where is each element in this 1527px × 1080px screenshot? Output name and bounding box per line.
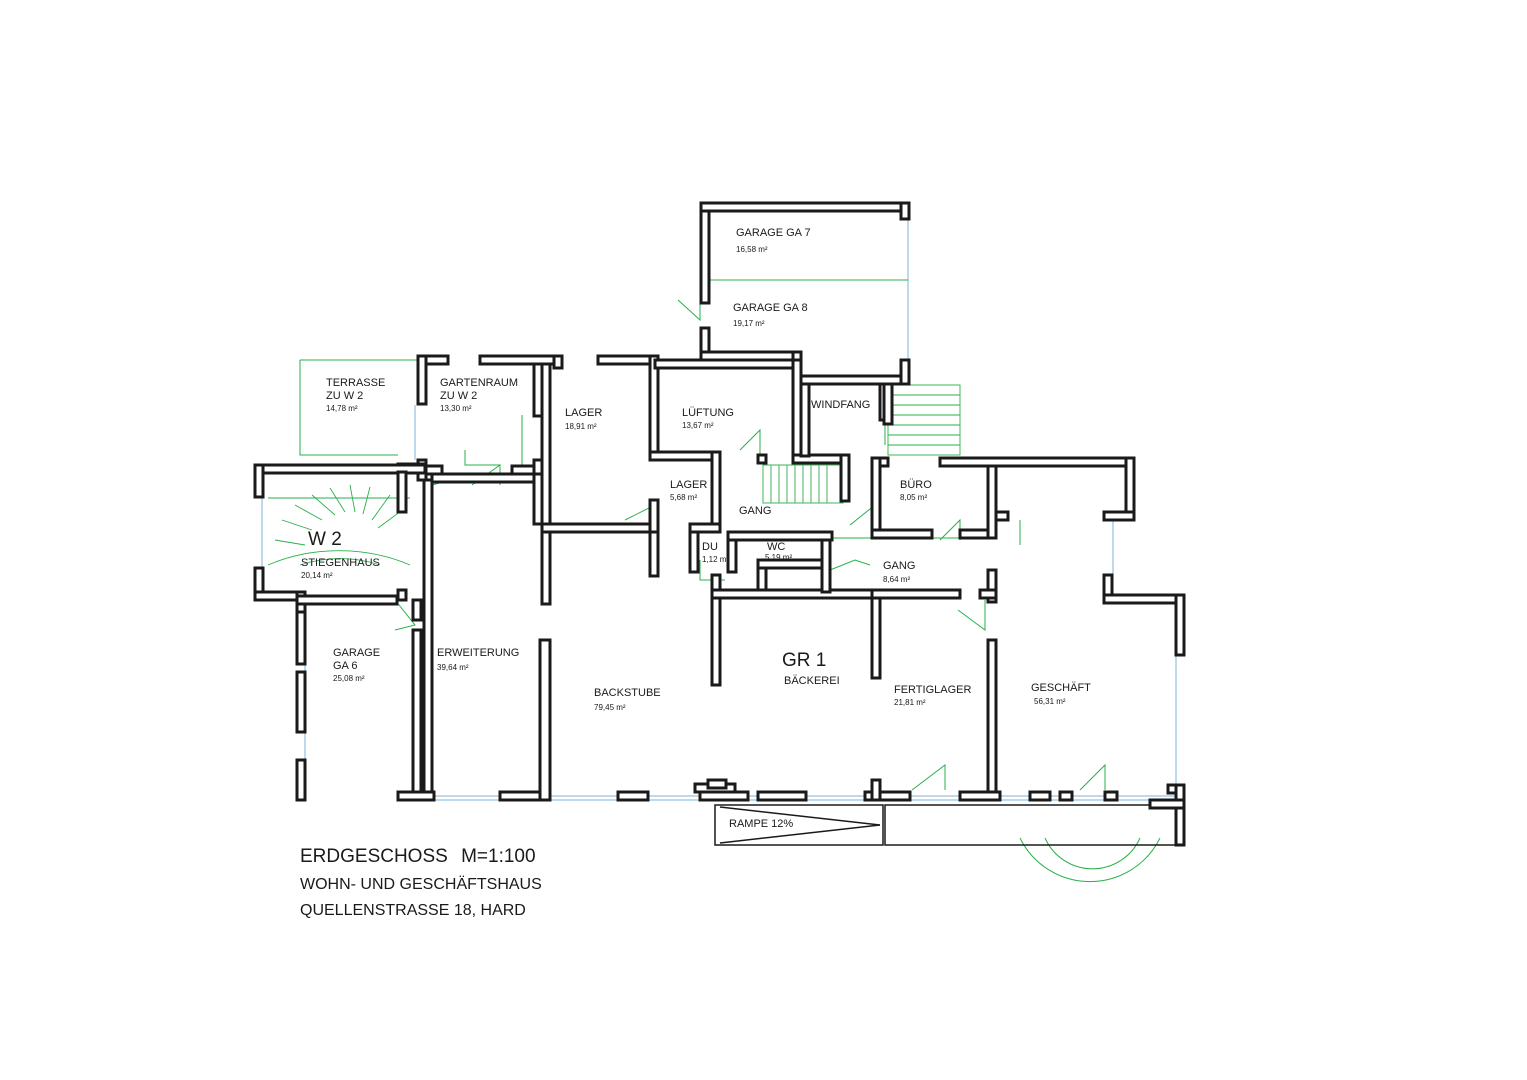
room-fertiglager-area: 21,81 m² xyxy=(894,698,926,707)
room-fertiglager-name: FERTIGLAGER xyxy=(894,684,972,696)
room-buero-name: BÜRO xyxy=(900,479,932,491)
room-garage-ga6-area: 25,08 m² xyxy=(333,674,365,683)
unit-w2-name: STIEGENHAUS xyxy=(301,557,380,569)
plan-subtitle-address: QUELLENSTRASSE 18, HARD xyxy=(300,902,526,919)
room-terrasse-name: TERRASSE xyxy=(326,377,386,389)
stairs xyxy=(267,384,961,566)
unit-gr1-name: BÄCKEREI xyxy=(784,675,840,687)
room-du-name: DU xyxy=(702,541,718,553)
room-garage-ga6-name-2: GA 6 xyxy=(333,660,358,672)
unit-w2-area: 20,14 m² xyxy=(301,571,333,580)
room-gang-1-name: GANG xyxy=(739,505,772,517)
room-windfang-name: WINDFANG xyxy=(811,399,871,411)
room-gartenraum-name-2: ZU W 2 xyxy=(440,390,478,402)
plan-title: ERDGESCHOSS M=1:100 xyxy=(300,846,536,868)
unit-w2-code: W 2 xyxy=(308,529,342,550)
room-lager-1-name: LAGER xyxy=(565,407,603,419)
room-lueftung-name: LÜFTUNG xyxy=(682,407,734,419)
room-backstube-name: BACKSTUBE xyxy=(594,687,661,699)
room-gang-2-area: 8,64 m² xyxy=(883,575,911,584)
room-du-area: 1,12 m² xyxy=(702,555,730,564)
room-geschaeft-name: GESCHÄFT xyxy=(1031,682,1091,694)
room-gang-2-name: GANG xyxy=(883,560,916,572)
room-geschaeft-area: 56,31 m² xyxy=(1034,697,1066,706)
room-lager-2-area: 5,68 m² xyxy=(670,493,698,502)
room-wc-area: 5,19 m² xyxy=(765,553,793,562)
plan-title-scale: M=1:100 xyxy=(461,846,536,867)
room-terrasse-name-2: ZU W 2 xyxy=(326,390,364,402)
plan-subtitle-building: WOHN- UND GESCHÄFTSHAUS xyxy=(300,876,542,893)
plan-title-heading: ERDGESCHOSS xyxy=(300,846,448,867)
room-terrasse-area: 14,78 m² xyxy=(326,404,358,413)
room-lager-1-area: 18,91 m² xyxy=(565,422,597,431)
ramp-label: RAMPE 12% xyxy=(729,818,794,830)
room-garage-ga7-name: GARAGE GA 7 xyxy=(736,227,811,239)
unit-gr1-code: GR 1 xyxy=(782,650,827,671)
room-garage-ga8-name: GARAGE GA 8 xyxy=(733,302,808,314)
room-erweiterung-area: 39,64 m² xyxy=(437,663,469,672)
room-lager-2-name: LAGER xyxy=(670,479,708,491)
room-garage-ga7-area: 16,58 m² xyxy=(736,245,768,254)
room-gartenraum-area: 13,30 m² xyxy=(440,404,472,413)
room-erweiterung-name: ERWEITERUNG xyxy=(437,647,520,659)
room-garage-ga8-area: 19,17 m² xyxy=(733,319,765,328)
room-gartenraum-name: GARTENRAUM xyxy=(440,377,519,389)
walls xyxy=(253,201,1186,847)
room-lueftung-area: 13,67 m² xyxy=(682,421,714,430)
room-wc-name: WC xyxy=(767,541,786,553)
room-garage-ga6-name: GARAGE xyxy=(333,647,381,659)
room-backstube-area: 79,45 m² xyxy=(594,703,626,712)
room-buero-area: 8,05 m² xyxy=(900,493,928,502)
